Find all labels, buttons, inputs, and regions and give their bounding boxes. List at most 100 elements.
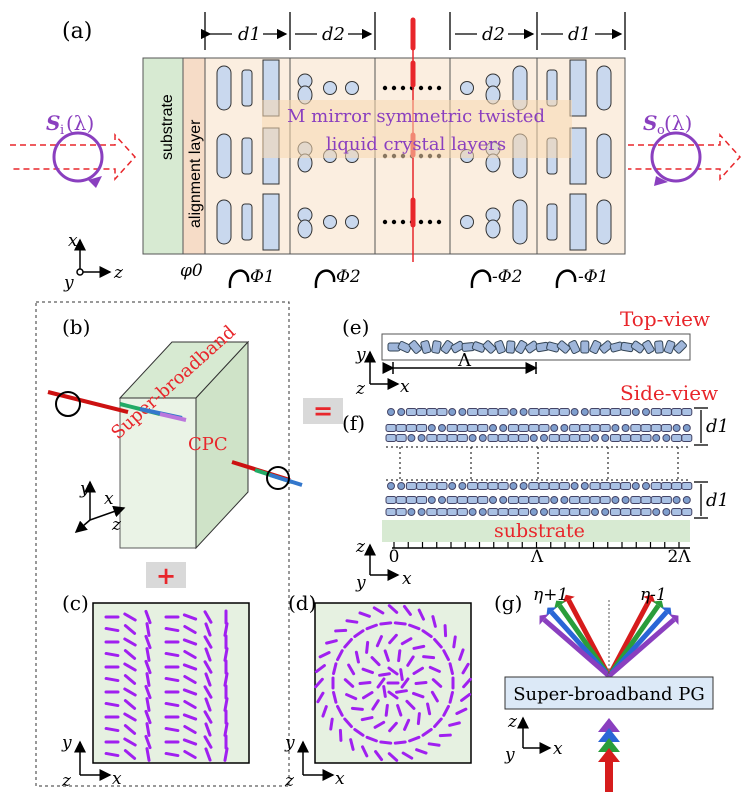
lc-molecule	[589, 340, 602, 354]
axes-g	[517, 716, 552, 754]
panel-g-label: (g)	[494, 591, 522, 615]
lc-rod	[297, 219, 313, 239]
lc-molecule	[631, 482, 640, 490]
lc-molecule	[405, 496, 417, 504]
diffracted-arrowhead	[539, 614, 549, 625]
lc-director	[403, 718, 411, 731]
axis-y-label: y	[284, 733, 295, 753]
lc-molecule	[580, 340, 590, 354]
lc-rod	[262, 193, 280, 251]
lc-director	[183, 725, 197, 734]
Phi2-label: Φ2	[336, 267, 361, 287]
diffracted-arrowhead	[643, 594, 656, 604]
axis-x-label: x	[402, 569, 412, 589]
lc-molecule	[458, 482, 467, 490]
d1-label: d1	[238, 24, 261, 45]
lc-rod	[216, 199, 232, 245]
axis-z-label: z	[355, 537, 366, 557]
equals-sign: =	[313, 396, 333, 425]
lc-director	[183, 700, 197, 709]
lc-director	[144, 709, 152, 725]
lc-director	[443, 624, 448, 638]
axis-x-label: x	[553, 739, 563, 759]
axis-z-label: z	[284, 771, 295, 791]
axis-y-label: y	[63, 273, 74, 293]
lc-molecule	[580, 482, 589, 490]
lc-director	[362, 691, 374, 700]
lc-director	[204, 722, 212, 737]
lc-director	[345, 619, 359, 624]
lc-director	[104, 726, 120, 733]
input-arrowhead	[598, 748, 620, 762]
lc-molecule	[660, 408, 672, 416]
lc-molecule	[405, 424, 417, 432]
lc-director	[332, 662, 338, 675]
top-view-molecules	[387, 340, 687, 354]
lc-director	[387, 690, 399, 700]
ellipsis-dot	[400, 219, 406, 225]
lc-molecule	[589, 496, 601, 504]
lc-molecule	[438, 424, 446, 432]
lc-director	[203, 685, 213, 699]
lc-molecule	[440, 340, 454, 354]
thickness-markers	[200, 12, 626, 50]
cpc-text2: CPC	[188, 434, 228, 455]
lc-molecule	[397, 408, 406, 416]
lc-director	[314, 664, 326, 674]
lc-director	[164, 701, 180, 708]
lc-director	[372, 606, 385, 615]
lc-molecule	[477, 424, 489, 432]
lc-molecule	[650, 496, 662, 504]
cpc-output-rays	[231, 460, 303, 490]
lc-director	[164, 751, 180, 758]
d2-label: d2	[322, 24, 345, 45]
lc-molecule	[528, 496, 540, 504]
lc-molecule	[671, 482, 683, 490]
lc-rod	[596, 65, 612, 111]
lc-molecule	[560, 424, 569, 432]
lc-molecule	[550, 496, 559, 504]
mPhi1-label: -Φ1	[578, 267, 609, 287]
lc-director	[458, 648, 465, 661]
axes-b	[74, 480, 126, 533]
lc-molecule	[630, 424, 642, 432]
lc-molecule	[611, 496, 620, 504]
panel-b-label: (b)	[62, 315, 90, 339]
lc-rod	[216, 133, 232, 179]
lc-molecule	[538, 496, 550, 504]
lc-molecule	[405, 482, 417, 490]
lc-molecule	[494, 340, 506, 354]
lc-director	[336, 649, 344, 662]
lc-molecule	[631, 408, 640, 416]
lc-molecule	[630, 434, 642, 442]
lc-director	[361, 745, 369, 758]
lc-director	[123, 712, 137, 722]
lc-molecule	[407, 434, 416, 442]
lc-pattern-d	[314, 604, 472, 762]
lc-molecule	[514, 340, 528, 354]
lc-molecule	[580, 408, 589, 416]
lc-molecule	[681, 408, 693, 416]
lc-molecule	[387, 482, 395, 490]
lc-director	[204, 697, 212, 712]
lc-director	[382, 685, 387, 698]
lc-molecule	[671, 434, 683, 442]
lc-molecule	[569, 434, 581, 442]
lc-molecule	[448, 482, 457, 490]
lc-molecule	[540, 508, 548, 516]
lc-molecule	[642, 340, 655, 354]
ellipsis-dot	[436, 85, 442, 91]
lc-director	[412, 666, 424, 675]
lc-director	[182, 638, 198, 646]
pg-label: Super-broadband PG	[513, 684, 705, 705]
lc-molecule	[427, 424, 436, 432]
lc-molecule	[436, 408, 448, 416]
lc-director	[462, 677, 472, 689]
lc-director	[104, 651, 120, 658]
lc-director	[378, 672, 391, 677]
mirror-text-line1: M mirror symmetric twisted	[287, 106, 545, 127]
cpc-input-rays	[47, 390, 187, 422]
lc-director	[383, 649, 390, 662]
lc-molecule	[650, 408, 662, 416]
